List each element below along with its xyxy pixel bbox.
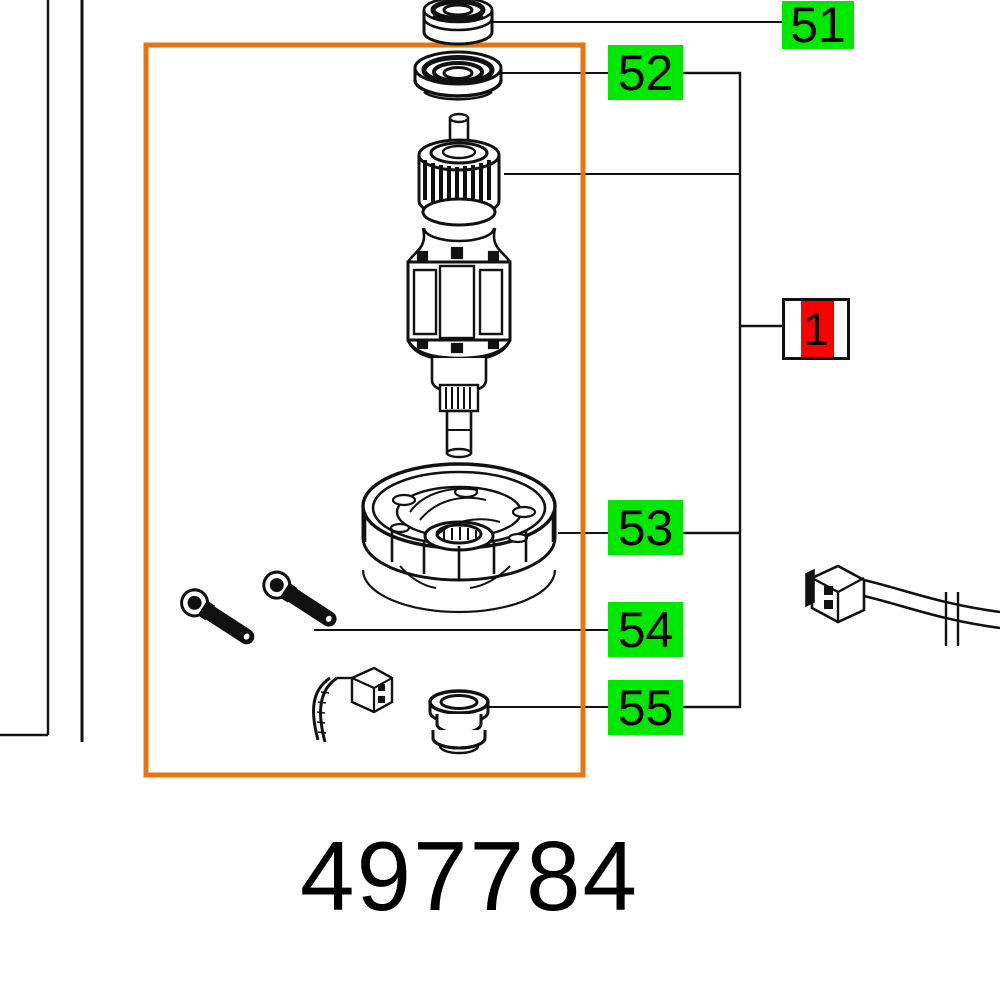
callout-52-label: 52 <box>617 44 674 101</box>
part-cooling-fan-impeller <box>361 462 557 614</box>
leader-lines <box>314 21 782 708</box>
part-commutator <box>417 112 501 227</box>
part-screw-left <box>180 588 255 645</box>
highlight-box <box>143 42 586 778</box>
callout-54[interactable]: 54 <box>608 602 683 657</box>
part-bearing-grommet <box>428 689 490 755</box>
part-ball-bearing-top <box>422 0 494 46</box>
callout-51-label: 51 <box>790 0 846 53</box>
adjacent-frame-fragments <box>0 0 84 742</box>
part-wire-connector-right <box>805 564 1000 646</box>
callout-55[interactable]: 55 <box>608 680 683 735</box>
part-armature-shaft <box>438 383 480 459</box>
part-armature-core <box>406 227 512 394</box>
callout-51[interactable]: 51 <box>782 0 854 53</box>
callout-54-label: 54 <box>617 601 674 658</box>
callout-assembly-1-label: 1 <box>803 303 829 355</box>
part-wire-connector-inner <box>312 666 394 743</box>
callout-53[interactable]: 53 <box>608 500 683 555</box>
assembly-bracket <box>683 71 782 709</box>
callout-assembly-1[interactable]: 1 <box>782 298 850 360</box>
part-bearing-washer <box>413 50 503 101</box>
callout-52[interactable]: 52 <box>608 45 683 100</box>
part-number: 497784 <box>300 821 640 931</box>
callout-53-label: 53 <box>617 499 674 556</box>
callout-55-label: 55 <box>617 679 674 736</box>
part-screw-right <box>262 570 337 627</box>
assembly-highlight-band <box>801 301 834 357</box>
